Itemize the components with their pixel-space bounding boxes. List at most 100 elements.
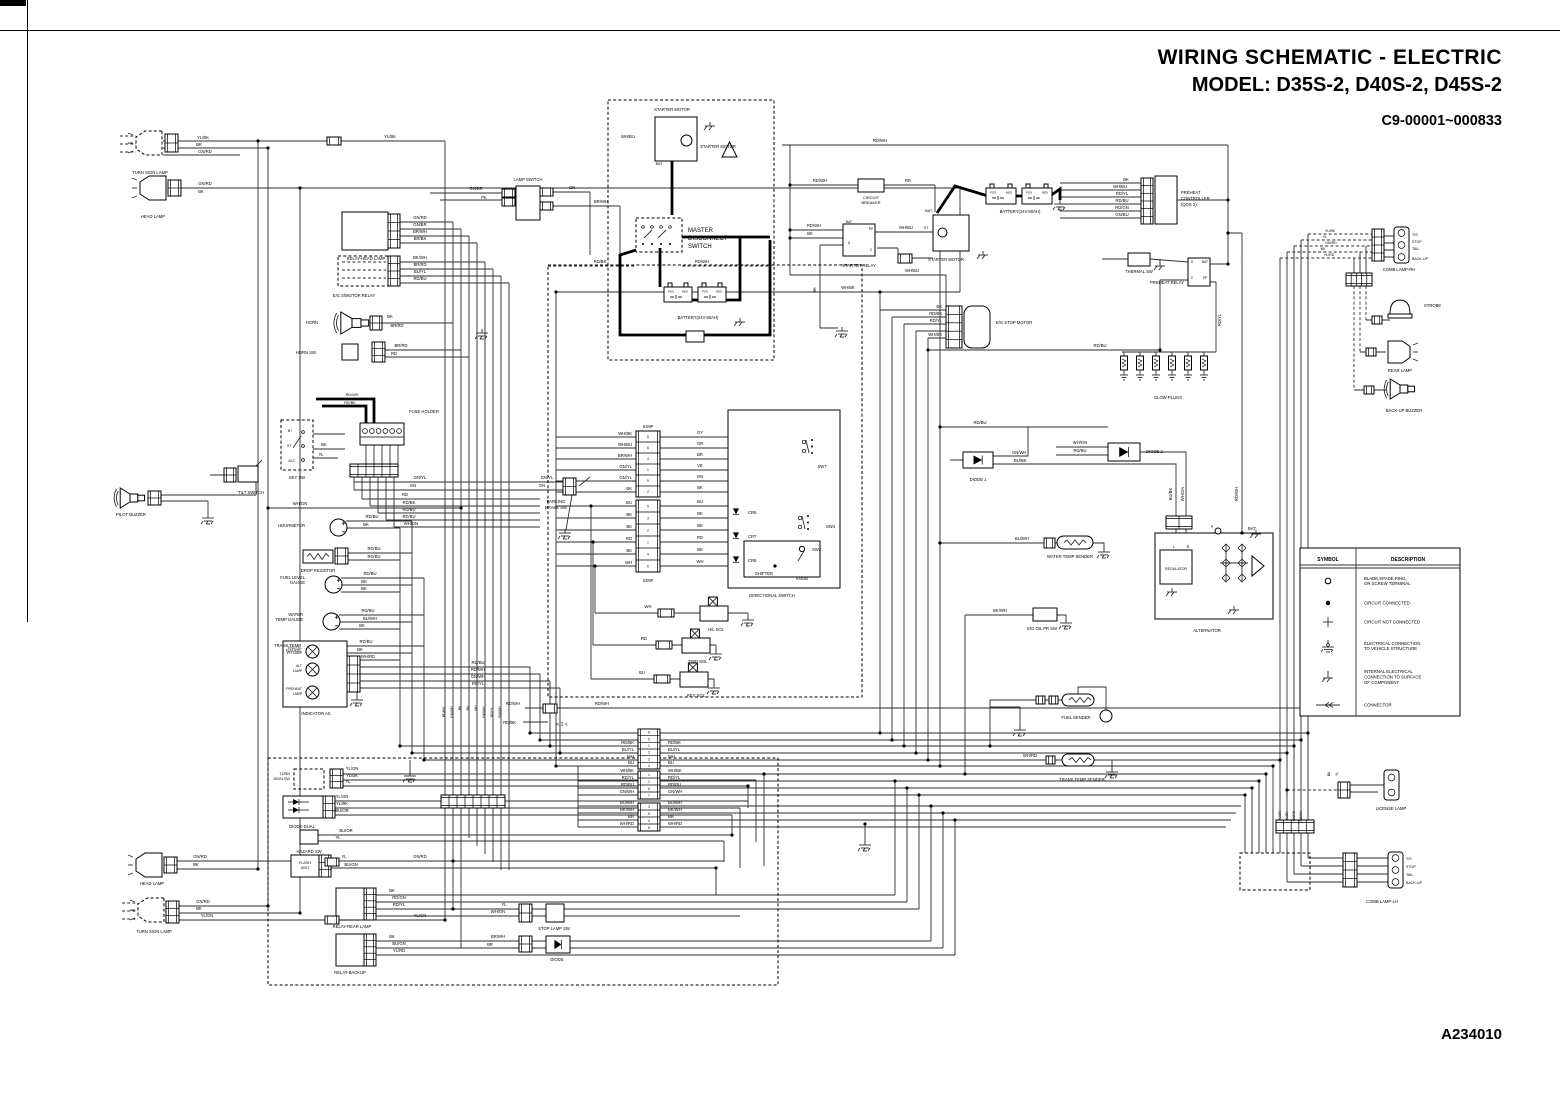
svg-text:2: 2	[647, 528, 649, 532]
label: STOP	[1406, 865, 1416, 869]
label: RD/BU	[973, 420, 986, 425]
label: HEAD LAMP	[140, 881, 164, 886]
box-shape	[1154, 175, 1178, 225]
label: BU/WH	[363, 616, 377, 621]
ign-shape	[976, 251, 988, 260]
label: FWD SOL	[688, 659, 708, 664]
label: RD/WH	[506, 701, 520, 706]
label: RD/BU	[621, 782, 634, 787]
label: C	[1191, 276, 1194, 280]
gauge-shape	[324, 575, 343, 594]
label: BK	[1327, 771, 1331, 776]
label: RELAY-HEAD LAMP	[347, 256, 386, 261]
label: BU	[626, 500, 632, 505]
svg-text:6: 6	[648, 787, 650, 791]
svg-text:CIRCUIT NOT CONNECTED: CIRCUIT NOT CONNECTED	[1364, 620, 1420, 625]
label: H/L SOL	[708, 627, 725, 632]
label: ST	[287, 444, 291, 448]
label: SW7	[817, 464, 827, 469]
label: GN/WH	[450, 706, 454, 718]
label: BU/YL	[622, 747, 635, 752]
label: YL/RD	[393, 948, 405, 953]
label: BRAKE SW	[545, 505, 567, 510]
label: BR/RD	[394, 343, 407, 348]
svg-text:NEG: NEG	[682, 290, 689, 294]
label: BR/WH	[413, 229, 427, 234]
label: YL	[345, 779, 351, 784]
label: TURN SIGN LAMP	[132, 170, 168, 175]
conn-shape	[562, 477, 577, 496]
label: WH	[668, 754, 675, 759]
label: RD/WH	[1234, 487, 1239, 501]
box-shape	[515, 185, 541, 221]
label: GN/WH	[471, 674, 485, 679]
lamp-shape	[129, 897, 165, 923]
label: BK	[812, 287, 817, 293]
dio-shape	[1107, 442, 1141, 462]
label: GN/RD	[198, 149, 212, 154]
label: RD/BU	[359, 639, 372, 644]
box-shape	[842, 223, 876, 257]
svg-text:NEG: NEG	[1006, 191, 1013, 195]
page-title: WIRING SCHEMATIC - ELECTRIC	[1157, 46, 1502, 69]
label: RD/BU	[367, 546, 380, 551]
spk-shape	[1383, 378, 1416, 400]
label: BK	[196, 142, 202, 147]
label: BU/BK	[1014, 458, 1027, 463]
label: SHIFTER	[755, 571, 773, 576]
label: P	[1211, 525, 1214, 529]
swc-shape	[801, 439, 813, 454]
svg-text:5: 5	[648, 737, 650, 741]
label: WH	[645, 604, 652, 609]
label: RD/BK	[344, 401, 356, 405]
label: GLOW PLUGS	[1154, 395, 1182, 400]
label: THERMAL SW	[1125, 269, 1153, 274]
label: RD/BU	[367, 554, 380, 559]
label: VE	[697, 463, 703, 468]
label: SS9P	[643, 424, 654, 429]
label: STOP	[1412, 240, 1422, 244]
label: DIODE-DUAL	[289, 824, 315, 829]
conn-shape	[1043, 537, 1056, 549]
conn-shape	[539, 187, 554, 197]
label: BK/WH	[413, 255, 427, 260]
label: GN/RD	[198, 181, 212, 186]
label: YL/BK	[346, 773, 358, 778]
conn-shape	[1140, 177, 1154, 225]
label: BU/YL	[668, 747, 681, 752]
label: LAMP SWITCH	[513, 177, 542, 182]
box-shape	[1127, 252, 1151, 267]
label: WH/BU	[899, 225, 913, 230]
fuse-shape	[359, 422, 405, 446]
label: RD/GN	[1115, 205, 1129, 210]
plate-shape	[1393, 226, 1410, 264]
label: RD/BU	[413, 276, 426, 281]
svg-text:6: 6	[647, 564, 649, 568]
label: BK	[196, 906, 202, 911]
label: E/G STOP MOTOR	[996, 320, 1032, 325]
label: PREHEAT	[1181, 190, 1201, 195]
label: BACK-UP	[1406, 881, 1423, 885]
ign-shape	[1249, 530, 1261, 539]
conn-shape	[167, 179, 182, 197]
label: PR LAMP	[287, 651, 303, 655]
conn-shape	[326, 136, 342, 146]
gnd-shape	[857, 841, 871, 852]
label: WH/GN	[293, 501, 307, 506]
label: RD/YL	[490, 707, 494, 717]
lamp-shape	[127, 852, 163, 878]
label: PARKING	[547, 499, 566, 504]
label: PP	[1203, 276, 1207, 280]
label: BU/OR	[339, 828, 352, 833]
label: RD/YL	[622, 775, 635, 780]
label: PP	[869, 227, 873, 231]
gnd-shape	[834, 327, 848, 338]
label: BREAKER	[861, 200, 880, 205]
svg-text:DESCRIPTION: DESCRIPTION	[1391, 557, 1426, 563]
label: TURN	[279, 772, 290, 776]
